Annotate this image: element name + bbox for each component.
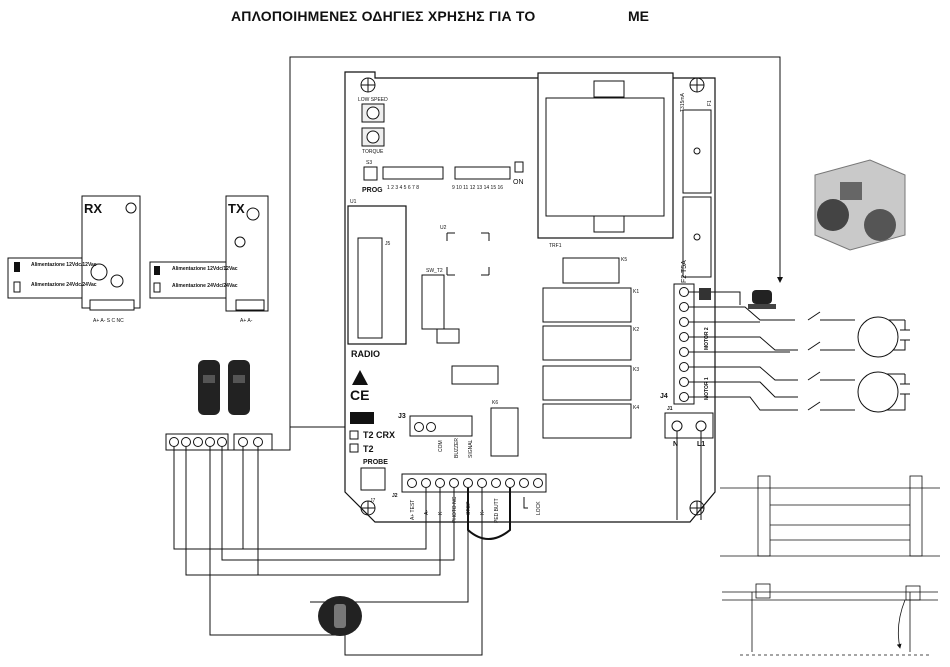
microcontroller (446, 232, 490, 276)
com-label: COM (438, 440, 444, 452)
rx-label: RX (84, 201, 102, 216)
prog-button[interactable] (363, 166, 378, 181)
lock-icon (523, 497, 528, 509)
tx-label: TX (228, 201, 245, 216)
tx-supply-1: Alimentazione 12Vdc/12Vac (172, 266, 238, 272)
j4-label: J4 (660, 393, 668, 400)
warning-icon (352, 370, 368, 385)
rx-terminals: A+ A- S C NC (93, 318, 124, 324)
fuse-f2 (682, 196, 712, 278)
relay-k2 (542, 325, 632, 361)
title-part-2: ΜΕ (628, 8, 649, 24)
transformer (537, 72, 674, 239)
tx-supply-box (149, 261, 227, 299)
probe-label: PROBE (363, 459, 388, 466)
f1-value: T315mA (680, 92, 686, 112)
j2-label: J2 (392, 493, 398, 499)
dip-switch-bank-2[interactable] (454, 166, 511, 180)
j1-power-terminal: J1 N L1 (664, 406, 714, 520)
rx-supply-1: Alimentazione 12Vdc/12Vac (31, 262, 97, 268)
dip-numbers-1: 1 2 3 4 5 6 7 8 (387, 185, 419, 191)
s3-label: S3 (366, 160, 372, 166)
motor1-label: MOTOR 1 (704, 377, 710, 400)
manufacturer-logo-icon (350, 412, 374, 424)
sw-t2-connector (421, 274, 445, 330)
j1-label: J1 (667, 406, 673, 412)
torque-label: TORQUE (362, 149, 384, 155)
relay-k1 (542, 287, 632, 323)
f2-label: F2 T5A (681, 260, 688, 283)
t2-label: T2 (363, 444, 374, 454)
on-label: ON (513, 179, 524, 186)
gate-motor-image (814, 159, 906, 251)
rx-receiver: RX A+ A- S C NC Alimentazione 12Vdc/12Va… (7, 195, 141, 324)
fuse-f1 (682, 109, 712, 194)
rx-supply-2: Alimentazione 24Vdc/24Vac (31, 282, 97, 288)
radio-label: RADIO (351, 349, 380, 359)
ce-mark: CE (350, 387, 369, 403)
k2-label: K2 (633, 327, 639, 333)
j3-label: J3 (398, 413, 406, 420)
motor2-label: MOTOR 2 (704, 327, 710, 350)
n-label: N (673, 441, 678, 448)
photocell-terminals (165, 433, 273, 451)
k3-label: K3 (633, 367, 639, 373)
t2-crx-jumper[interactable] (349, 430, 359, 440)
j2-terminal-8: LOCK (536, 501, 542, 515)
j2-terminal-6: K- (480, 510, 486, 515)
control-board: LOW SPEED TORQUE S3 PROG 1 2 3 4 5 6 7 8… (344, 71, 716, 523)
relay-k5 (562, 257, 620, 284)
document-title: ΑΠΛΟΠΟΙΗΜΕΝΕΣ ΟΔΗΓΙΕΣ ΧΡΗΣΗΣ ΓΙΑ ΤΟ ΜΕ (0, 8, 950, 28)
j2-terminal-7: PED BUTT (494, 498, 500, 523)
flasher-wire (289, 56, 783, 427)
f1-label: F1 (707, 100, 713, 106)
key-switch-image (318, 596, 362, 636)
motor-2-icon (857, 316, 899, 358)
k5-label: K5 (621, 257, 627, 263)
tx-supply-2: Alimentazione 24Vdc/24Vac (172, 283, 238, 289)
field-wiring (168, 427, 511, 656)
k6-label: K6 (492, 400, 498, 406)
j3-connector (409, 415, 473, 437)
relay-k6 (490, 407, 519, 457)
prog-label: PROG (362, 187, 383, 194)
u1-label: U1 (350, 199, 357, 205)
gate-illustration (720, 475, 940, 656)
dip-switch-bank-1[interactable] (382, 166, 444, 180)
buzzer-label: BUZZER (454, 438, 460, 458)
j2-terminal-1: A+ TEST (410, 500, 416, 520)
motor-wiring (689, 291, 910, 411)
relay-k4 (542, 403, 632, 439)
low-speed-label: LOW SPEED (358, 97, 388, 103)
k4-label: K4 (633, 405, 639, 411)
j2-terminal-3: K (438, 511, 444, 515)
j7-label: J7 (370, 498, 376, 504)
title-part-1: ΑΠΛΟΠΟΙΗΜΕΝΕΣ ΟΔΗΓΙΕΣ ΧΡΗΣΗΣ ΓΙΑ ΤΟ (231, 8, 536, 24)
k1-label: K1 (633, 289, 639, 295)
tx-terminals: A+ A- (240, 318, 253, 324)
t2-jumper[interactable] (349, 443, 359, 453)
j2-terminal-4: PHOTO NC (452, 496, 458, 523)
trf1-label: TRF1 (549, 243, 562, 249)
dip-numbers-2: 9 10 11 12 13 14 15 16 (452, 185, 503, 191)
photocells-image (198, 360, 250, 415)
on-jumper[interactable] (514, 161, 524, 173)
signal-label: SIGNAL (468, 439, 474, 458)
flashing-light-icon (699, 288, 776, 309)
u2-label: U2 (440, 225, 447, 231)
sw-t2-label: SW_T2 (426, 268, 443, 274)
tx-transmitter: TX A+ A- Alimentazione 12Vdc/12Vac Alime… (149, 195, 269, 324)
radio-module-slot (347, 205, 407, 345)
j4-terminal-block (673, 283, 695, 405)
buzzer-connector (451, 365, 499, 385)
t2-crx-label: T2 CRX (363, 430, 395, 440)
j2-terminal-2: A- (424, 510, 430, 515)
probe-connector (360, 467, 386, 491)
j5-label: J5 (385, 241, 391, 247)
relay-k3 (542, 365, 632, 401)
motor-1-icon (857, 371, 899, 413)
